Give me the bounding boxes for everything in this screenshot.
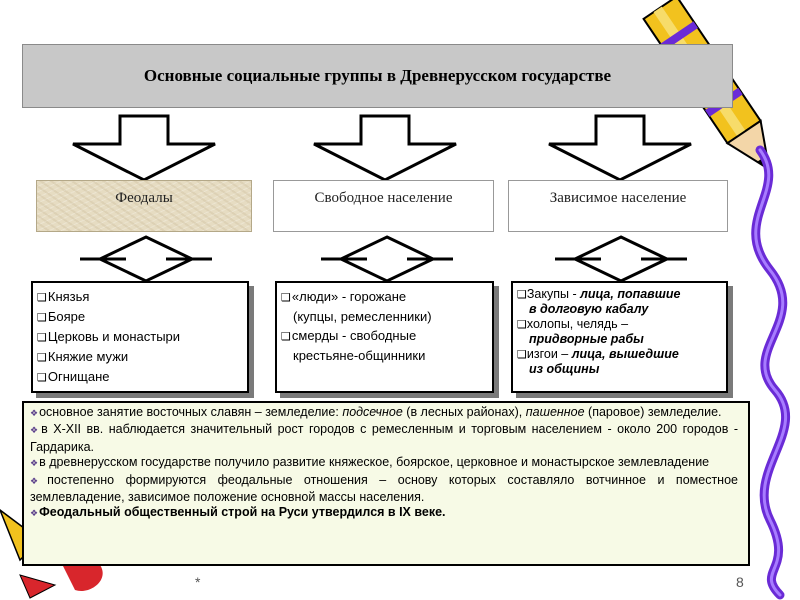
list-item-continuation: в долговую кабалу <box>529 302 649 316</box>
group-header-feudals: Феодалы <box>36 180 252 232</box>
diamond-bullet-icon: ❖ <box>30 509 39 520</box>
group-label: Феодалы <box>115 190 173 206</box>
page-number: 8 <box>736 574 744 590</box>
list-item-continuation: (купцы, ремесленники) <box>293 309 432 324</box>
square-marker-icon: ❑ <box>37 351 47 364</box>
square-marker-icon: ❑ <box>37 331 47 344</box>
summary-item: ❖в древнерусском государстве получило ра… <box>30 455 710 470</box>
down-arrow-icon <box>313 114 457 182</box>
footer-star: * <box>195 574 201 590</box>
square-marker-icon: ❑ <box>281 291 291 304</box>
list-item: ❑холопы, челядь – <box>517 317 629 331</box>
diamond-bullet-icon: ❖ <box>30 409 39 419</box>
list-item: ❑Церковь и монастыри <box>37 329 181 344</box>
summary-item: ❖в X-XII вв. наблюдается значительный ро… <box>30 422 738 454</box>
diamond-connector-icon <box>80 235 212 283</box>
list-item: ❑Князья <box>37 289 90 304</box>
diamond-bullet-icon: ❖ <box>30 476 47 487</box>
square-marker-icon: ❑ <box>37 371 47 384</box>
diamond-bullet-icon: ❖ <box>30 426 41 437</box>
list-dependent-population: ❑Закупы - лица, попавшие в долговую каба… <box>511 281 728 393</box>
diamond-connector-icon <box>321 235 453 283</box>
square-marker-icon: ❑ <box>37 291 47 304</box>
diamond-connector-icon <box>555 235 687 283</box>
squiggle-decoration-icon <box>751 145 791 600</box>
group-header-free-population: Свободное население <box>273 180 494 232</box>
list-item: ❑Закупы - лица, попавшие <box>517 287 681 301</box>
summary-item: ❖основное занятие восточных славян – зем… <box>30 405 722 419</box>
diamond-bullet-icon: ❖ <box>30 459 39 470</box>
list-item-continuation: придворные рабы <box>529 332 644 346</box>
group-label: Свободное население <box>314 190 453 206</box>
summary-panel: ❖основное занятие восточных славян – зем… <box>22 401 750 566</box>
list-free-population: ❑«люди» - горожане (купцы, ремесленники)… <box>275 281 494 393</box>
list-item: ❑«люди» - горожане <box>281 289 407 304</box>
down-arrow-icon <box>548 114 692 182</box>
list-item: ❑смерды - свободные <box>281 328 417 343</box>
list-item: ❑Бояре <box>37 309 86 324</box>
list-item-continuation: крестьяне-общинники <box>293 348 426 363</box>
list-item: ❑изгои – лица, вышедшие <box>517 347 679 361</box>
page-title: Основные социальные группы в Древнерусск… <box>143 66 612 85</box>
down-arrow-icon <box>72 114 216 182</box>
square-marker-icon: ❑ <box>517 348 527 361</box>
square-marker-icon: ❑ <box>37 311 47 324</box>
title-box: Основные социальные группы в Древнерусск… <box>22 44 733 108</box>
summary-item: ❖постепенно формируются феодальные отнош… <box>30 472 738 505</box>
list-feudals: ❑Князья ❑Бояре ❑Церковь и монастыри ❑Кня… <box>31 281 249 393</box>
group-header-dependent-population: Зависимое население <box>508 180 728 232</box>
group-label: Зависимое население <box>549 190 687 206</box>
square-marker-icon: ❑ <box>517 288 527 301</box>
summary-item-conclusion: ❖Феодальный общественный строй на Руси у… <box>30 505 446 520</box>
square-marker-icon: ❑ <box>281 330 291 343</box>
square-marker-icon: ❑ <box>517 318 527 331</box>
list-item: ❑Княжие мужи <box>37 349 129 364</box>
list-item: ❑Огнищане <box>37 369 110 384</box>
list-item-continuation: из общины <box>529 362 600 376</box>
